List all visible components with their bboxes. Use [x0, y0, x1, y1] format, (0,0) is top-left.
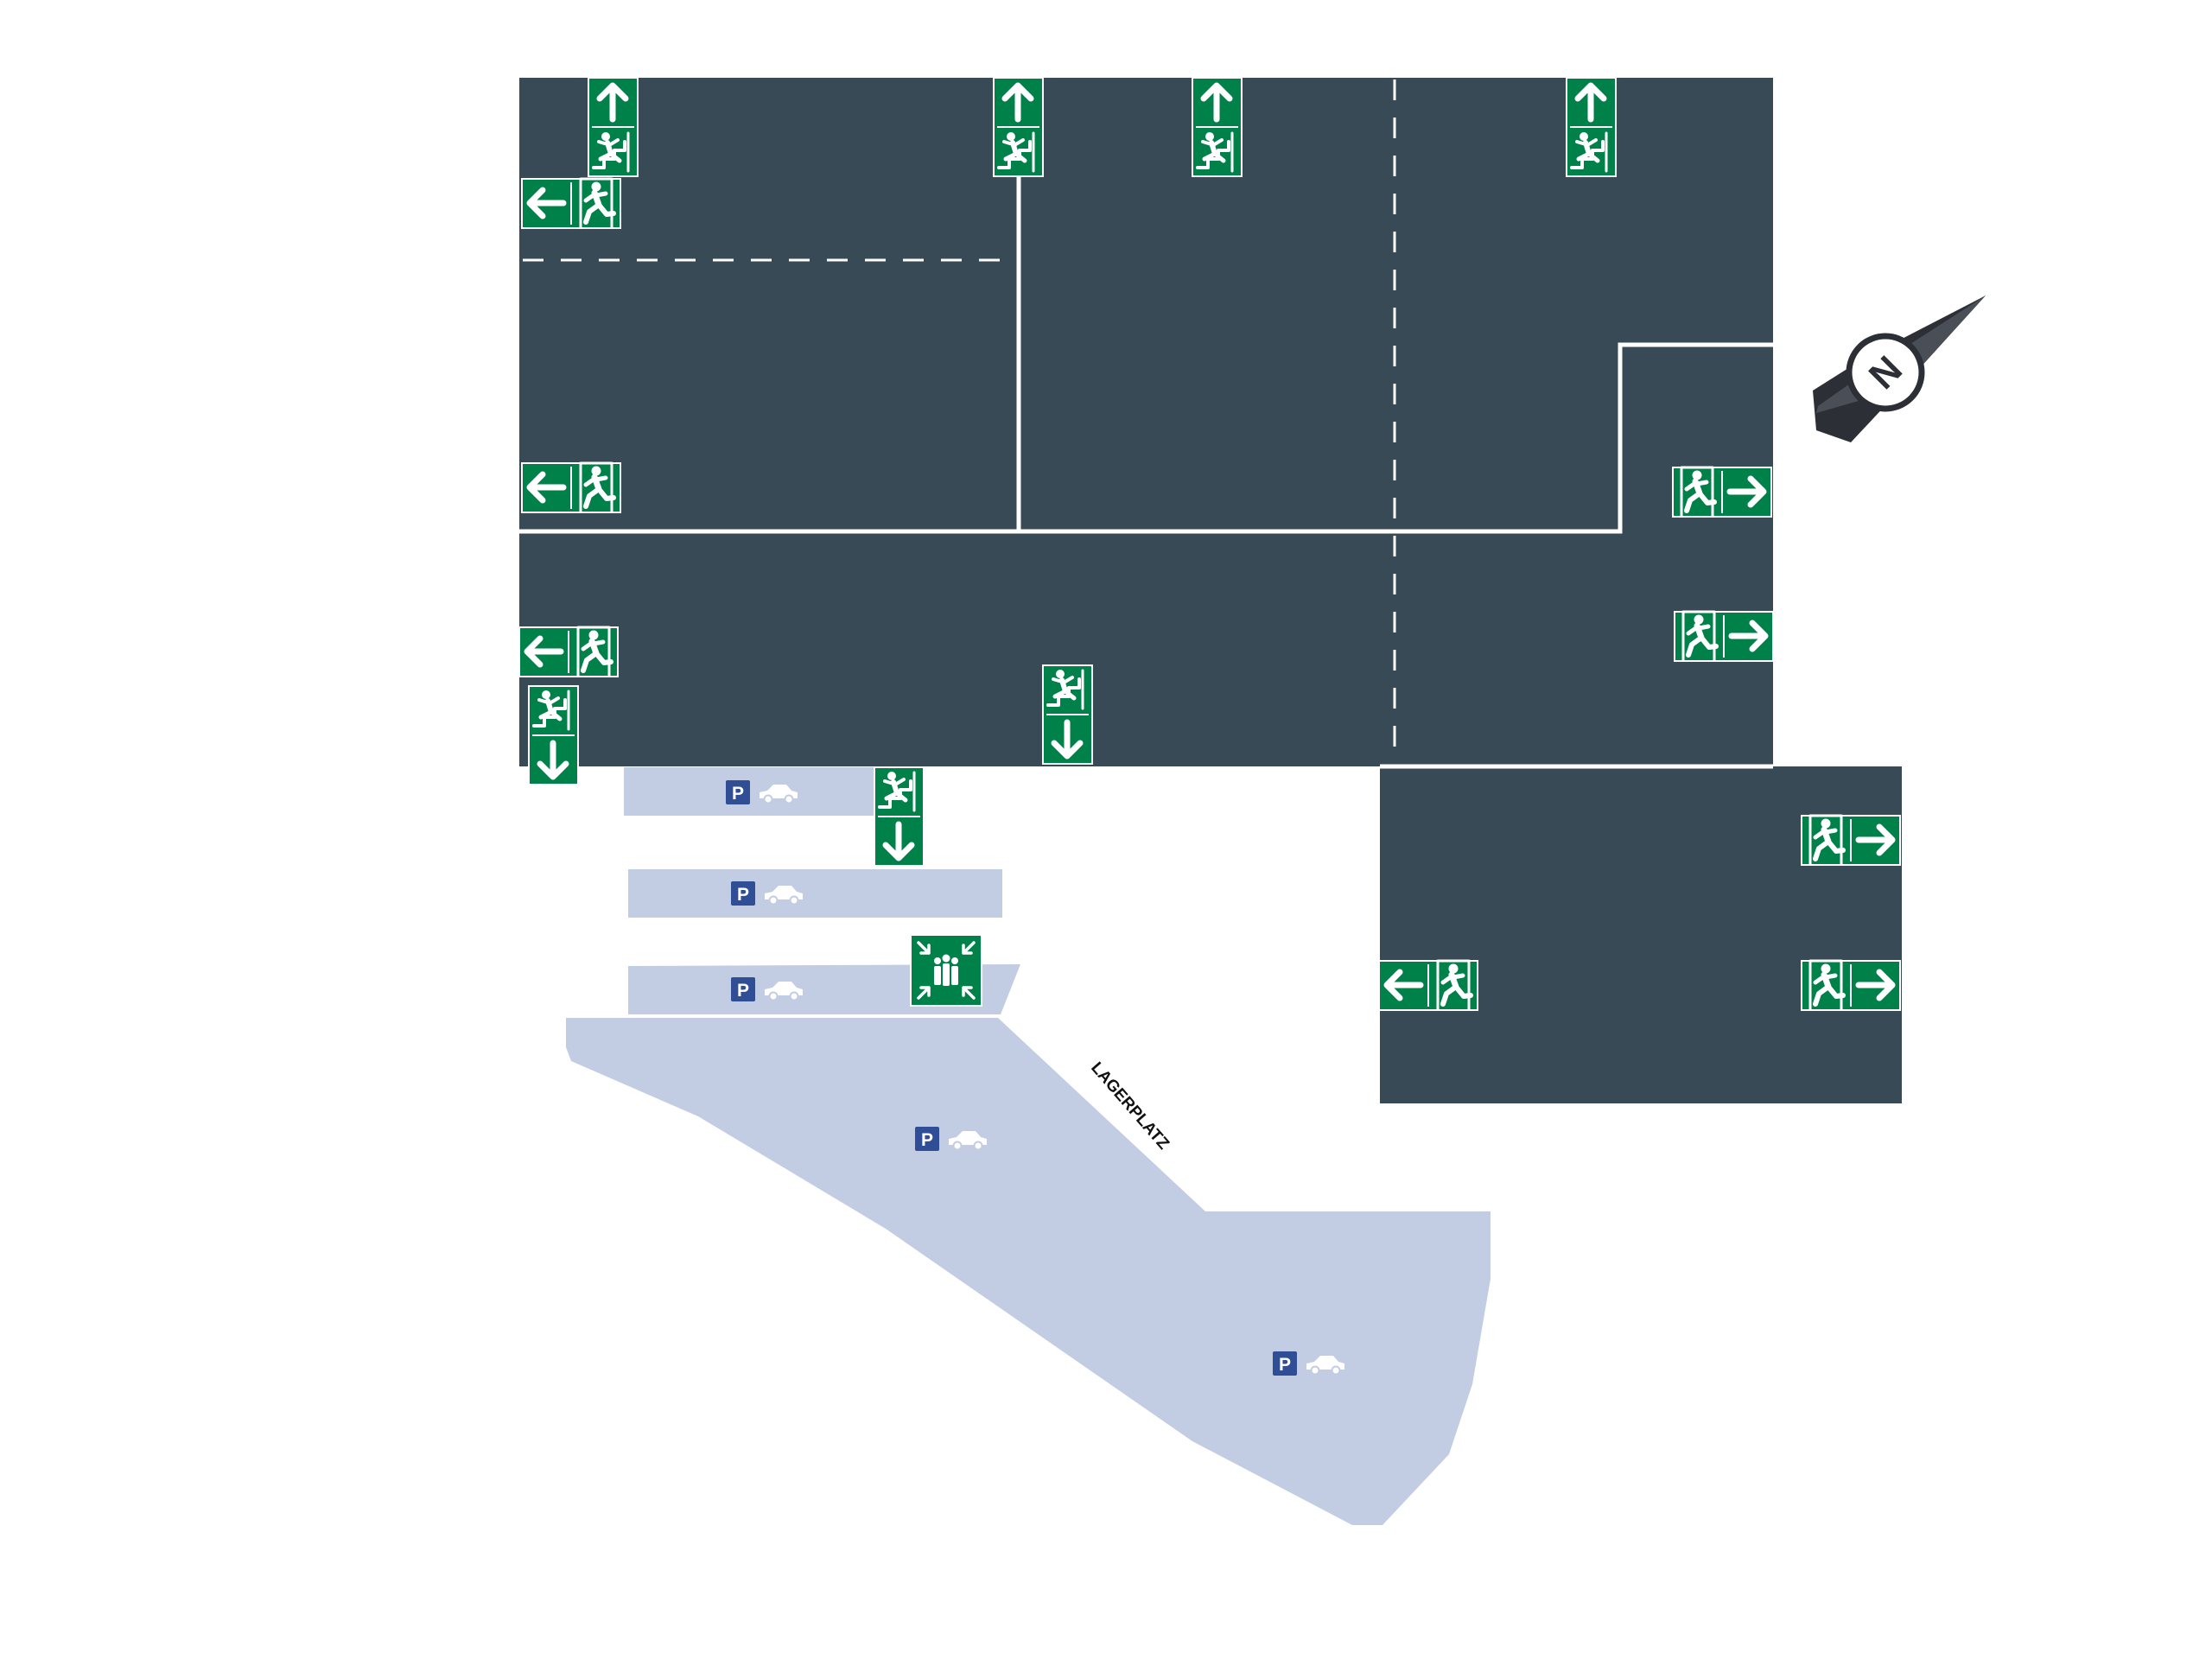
car-icon [1306, 1356, 1344, 1376]
svg-text:P: P [737, 981, 749, 1001]
main-building [519, 78, 1773, 766]
exit-sign-left [518, 626, 619, 677]
assembly-point-sign [910, 934, 982, 1007]
car-icon [949, 1131, 987, 1151]
exit-sign-left [1378, 959, 1478, 1011]
car-icon [765, 886, 803, 906]
exit-sign-right [1801, 814, 1901, 866]
parking-sign: P [915, 1127, 987, 1151]
exit-sign-left [521, 177, 621, 229]
parking-sign: P [731, 977, 803, 1001]
parking-lot-storage [566, 1018, 1491, 1525]
exit-sign-right [1801, 959, 1901, 1011]
exit-sign-up [993, 77, 1044, 177]
compass-north-icon: N [1813, 296, 1986, 442]
parking-sign: P [731, 881, 803, 906]
car-icon [765, 982, 803, 1001]
exit-sign-left [521, 461, 621, 513]
exit-sign-right [1674, 610, 1774, 662]
exit-sign-right [1672, 466, 1772, 518]
exit-sign-down [874, 766, 925, 867]
svg-text:P: P [921, 1130, 933, 1150]
exit-sign-down [1042, 664, 1093, 765]
exit-sign-up [1192, 77, 1243, 177]
svg-text:P: P [737, 885, 749, 905]
assembly-point-icon [917, 941, 976, 1000]
parking-lot-2 [628, 869, 1002, 918]
car-icon [760, 785, 798, 804]
svg-text:P: P [1279, 1355, 1291, 1375]
exit-sign-up [1566, 77, 1617, 177]
exit-sign-down [528, 685, 579, 785]
svg-text:P: P [732, 784, 744, 804]
parking-sign: P [726, 780, 798, 804]
exit-sign-up [588, 77, 639, 177]
parking-sign: P [1273, 1351, 1344, 1376]
